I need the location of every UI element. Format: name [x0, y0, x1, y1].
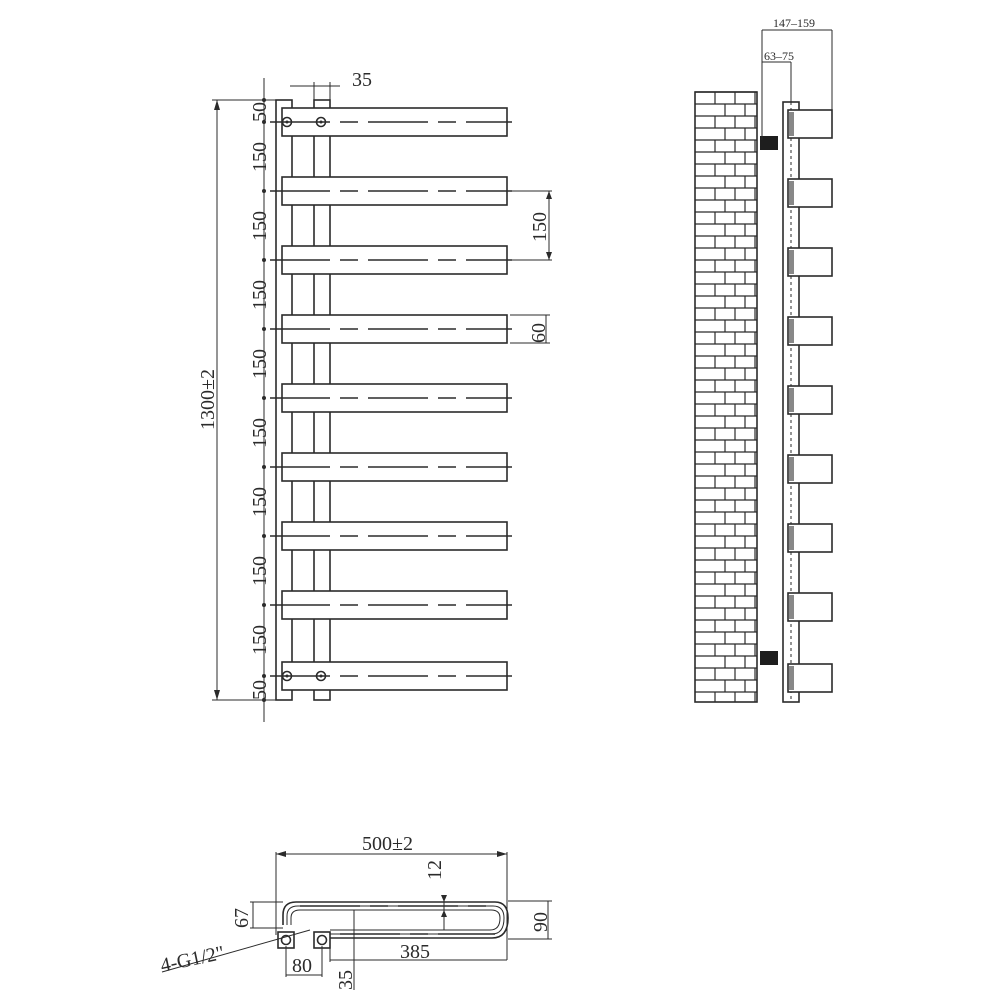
inner-length-label: 385	[400, 941, 430, 963]
front-view: 1300±2 50 150 150 150 150 150 150 150 15…	[197, 69, 552, 722]
rail-width-label: 35	[352, 69, 372, 91]
top-view: 500±2 67 12 90 385 35	[158, 833, 552, 990]
top-offset-label: 50	[249, 102, 271, 122]
bar-1	[270, 107, 512, 137]
bar-height-label: 60	[528, 323, 550, 343]
bar-8	[270, 590, 512, 620]
inlet-left	[277, 931, 295, 949]
bottom-bracket	[760, 651, 778, 665]
spacing-label-8: 150	[249, 625, 271, 655]
bar-6	[270, 452, 512, 482]
wall-to-rail-label: 63–75	[764, 49, 794, 63]
bar-3	[270, 245, 512, 275]
rail-offset-label: 35	[335, 970, 357, 990]
bottom-offset-label: 50	[249, 680, 271, 700]
pitch-label: 150	[529, 212, 551, 242]
bar-4	[270, 314, 512, 344]
inlet-spacing-label: 80	[292, 955, 312, 977]
inlet-offset-label: 67	[231, 908, 253, 928]
brick-wall	[694, 91, 758, 703]
spacing-label-5: 150	[249, 418, 271, 448]
spacing-label-4: 150	[249, 349, 271, 379]
spacing-label-7: 150	[249, 556, 271, 586]
depth-label: 90	[530, 912, 552, 932]
side-view: 147–159 63–75	[694, 16, 833, 703]
connection-label: 4-G1/2"	[158, 942, 226, 977]
top-bracket	[760, 136, 778, 150]
side-bars	[787, 109, 833, 693]
overall-height-label: 1300±2	[197, 369, 219, 430]
bar-7	[270, 521, 512, 551]
bar-2	[270, 176, 512, 206]
tube-gap-label: 12	[424, 860, 446, 880]
overall-width-label: 500±2	[362, 833, 413, 855]
spacing-label-3: 150	[249, 280, 271, 310]
inlet-right	[313, 931, 331, 949]
spacing-label-6: 150	[249, 487, 271, 517]
bar-5	[270, 383, 512, 413]
wall-to-front-label: 147–159	[773, 16, 815, 30]
spacing-label-2: 150	[249, 211, 271, 241]
bar-9	[270, 661, 512, 691]
spacing-label-1: 150	[249, 142, 271, 172]
